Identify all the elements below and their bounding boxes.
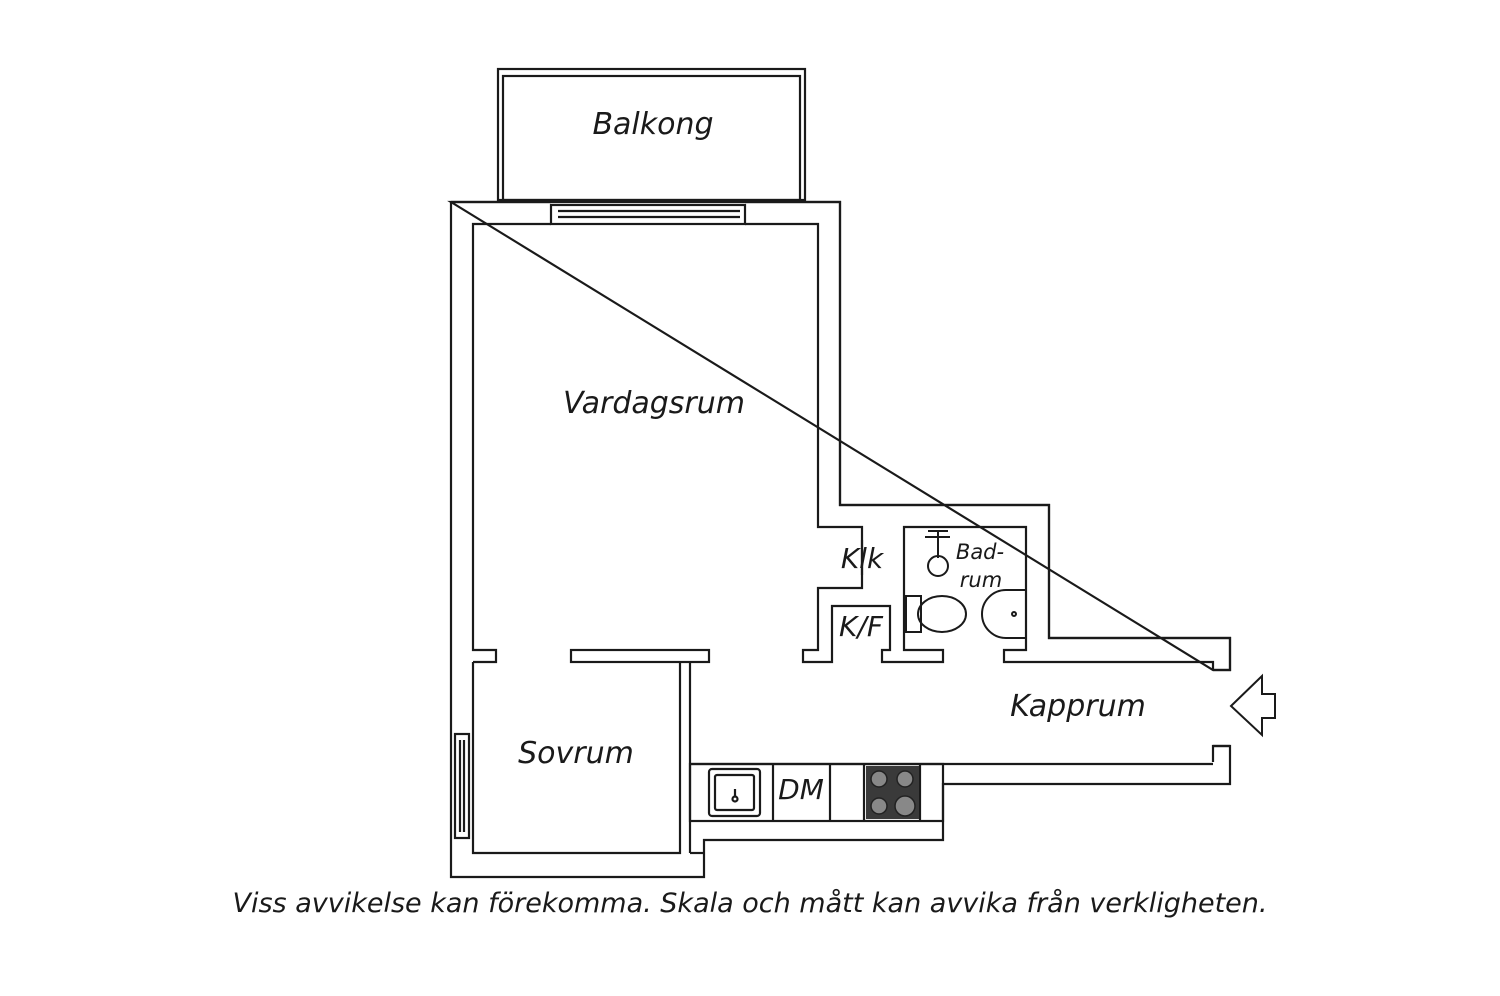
entrance-arrow-icon: [1229, 673, 1276, 738]
room-label-balcony: Balkong: [592, 107, 713, 142]
living-room-wall: [471, 222, 551, 664]
room-label-hallway: Kapprum: [1010, 689, 1146, 724]
stove-icon: [866, 766, 919, 819]
room-label-living-room: Vardagsrum: [563, 386, 745, 421]
room-label-bedroom: Sovrum: [518, 736, 634, 771]
disclaimer-text: Viss avvikelse kan förekomma. Skala och …: [232, 888, 1268, 919]
washbasin-icon: [981, 589, 1027, 639]
room-label-dishwasher: DM: [778, 773, 824, 806]
room-label-bathroom-1: Bad-: [956, 540, 1004, 564]
balcony-door: [549, 203, 747, 226]
shower-icon: [925, 530, 950, 577]
balcony: [496, 67, 807, 202]
bedroom-window: [453, 732, 471, 840]
room-label-fridge-freezer: K/F: [839, 610, 884, 643]
room-label-closet: Klk: [841, 542, 885, 575]
kitchen-counter: [688, 762, 945, 823]
hallway-wall: [1211, 744, 1230, 762]
toilet-icon: [905, 595, 967, 633]
room-label-bathroom-2: rum: [960, 568, 1002, 592]
sink-icon: [707, 767, 762, 818]
